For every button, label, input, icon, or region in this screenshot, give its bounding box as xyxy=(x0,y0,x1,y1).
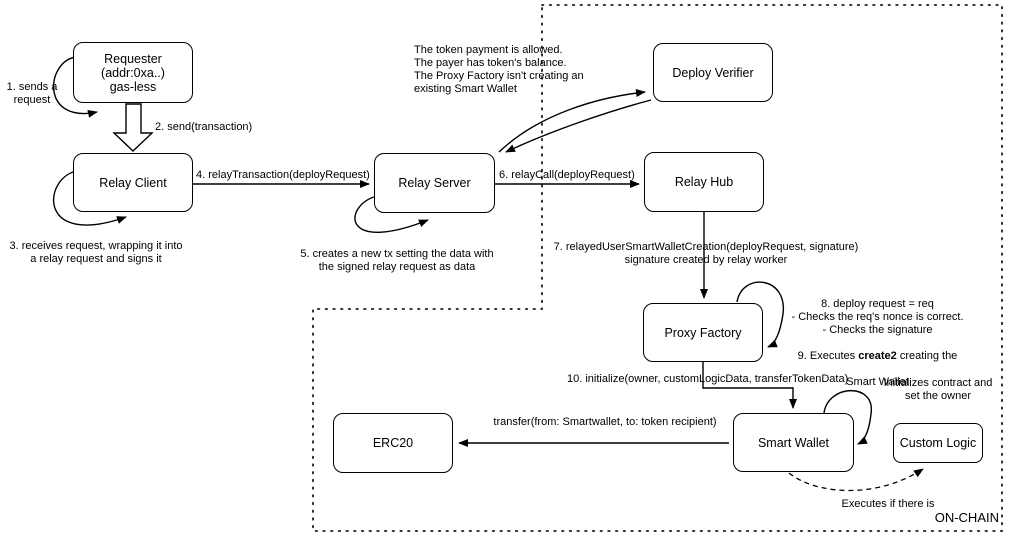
label-executes-if-there-is: Executes if there is xyxy=(841,498,935,510)
label-verifier-note: The token payment is allowed. The payer … xyxy=(414,44,584,95)
node-relay-hub: Relay Hub xyxy=(644,152,764,212)
edge-executes-custom-logic xyxy=(788,468,924,492)
label-step7-wallet-creation: 7. relayedUserSmartWalletCreation(deploy… xyxy=(553,241,859,266)
edge-verify-response xyxy=(505,99,652,153)
label-on-chain-region: ON-CHAIN xyxy=(934,510,999,525)
node-relay-server: Relay Server xyxy=(374,153,495,213)
label-step9-executes-create2: 9. Executes create2 creating the xyxy=(797,350,958,362)
label-step10-initialize: 10. initialize(owner, customLogicData, t… xyxy=(567,373,849,385)
edge-step8-self-loop xyxy=(736,281,784,348)
edge-step1-self-loop xyxy=(52,56,98,118)
label-step8-step9-checks: 8. deploy request = req - Checks the req… xyxy=(785,285,970,402)
node-relay-client: Relay Client xyxy=(73,153,193,212)
edge-step2-block-arrow xyxy=(112,103,154,152)
node-requester: Requester (addr:0xa..) gas-less xyxy=(73,42,193,103)
label-step9-smart-wallet: Smart Wallet xyxy=(846,376,909,388)
label-step4-relay-transaction: 4. relayTransaction(deployRequest) xyxy=(196,169,370,181)
label-step5-creates-tx: 5. creates a new tx setting the data wit… xyxy=(300,248,494,273)
edge-step3-self-loop xyxy=(52,170,127,226)
label-step2-send-transaction: 2. send(transaction) xyxy=(155,121,253,133)
edge-step10-initialize xyxy=(702,362,797,409)
on-chain-region-border xyxy=(312,4,1003,532)
edge-step5-self-loop xyxy=(354,195,429,233)
edge-smart-wallet-self-loop xyxy=(823,390,872,445)
label-step1-sends-request: 1. sends a request xyxy=(6,81,58,106)
label-initializes-contract: Initializes contract and set the owner xyxy=(883,377,993,402)
edge-verify-request xyxy=(498,89,646,153)
node-proxy-factory: Proxy Factory xyxy=(643,303,763,362)
label-step6-relay-call: 6. relayCall(deployRequest) xyxy=(499,169,635,181)
node-erc20: ERC20 xyxy=(333,413,453,473)
label-step3-receives-request: 3. receives request, wrapping it into a … xyxy=(9,240,183,265)
node-smart-wallet: Smart Wallet xyxy=(733,413,854,472)
label-transfer: transfer(from: Smartwallet, to: token re… xyxy=(493,416,717,428)
node-custom-logic: Custom Logic xyxy=(893,423,983,463)
label-step8-checks: 8. deploy request = req - Checks the req… xyxy=(791,298,964,336)
node-deploy-verifier: Deploy Verifier xyxy=(653,43,773,102)
